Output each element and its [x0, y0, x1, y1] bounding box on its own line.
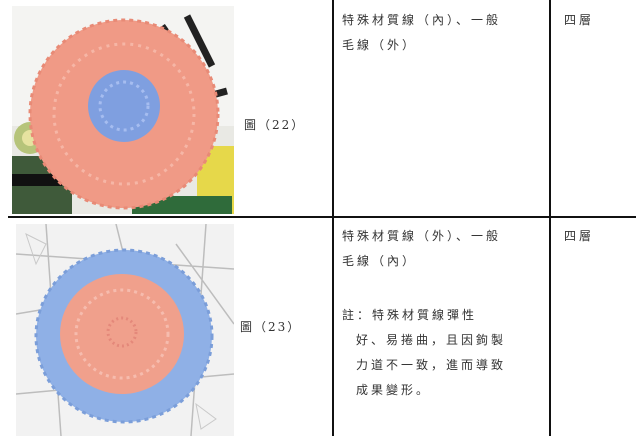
table-rule-col1 [332, 0, 334, 436]
note-line: 註：特殊材質線彈性 [342, 308, 478, 322]
note-line: 力道不一致，進而導致 [356, 358, 507, 372]
note-line: 好、易捲曲，且因鉤製 [356, 333, 507, 347]
document-table: 圖（22） 特殊材質線（內）、一般 毛線（外） 四層 圖（23） 特殊材質線（外… [8, 0, 636, 436]
note-23: 註：特殊材質線彈性 好、易捲曲，且因鉤製 力道不一致，進而導致 成果變形。 [342, 303, 547, 403]
yarn-description-22: 特殊材質線（內）、一般 毛線（外） [342, 8, 547, 58]
yarn-description-line: 特殊材質線（內）、一般 [342, 13, 502, 27]
note-line: 成果變形。 [356, 383, 432, 397]
crochet-coaster-illustration [16, 224, 234, 436]
layer-count-23: 四層 [564, 229, 595, 243]
yarn-description-line: 毛線（內） [342, 254, 418, 268]
crochet-photo-23 [16, 224, 234, 436]
table-rule-row-divider [8, 216, 636, 218]
crochet-ball-illustration [12, 6, 234, 214]
yarn-description-line: 毛線（外） [342, 38, 418, 52]
layer-count-22: 四層 [564, 13, 595, 27]
table-rule-col2 [549, 0, 551, 436]
yarn-description-23: 特殊材質線（外）、一般 毛線（內） [342, 224, 547, 274]
figure-label-22: 圖（22） [244, 118, 306, 132]
crochet-photo-22 [12, 6, 234, 214]
yarn-description-line: 特殊材質線（外）、一般 [342, 229, 502, 243]
figure-label-23: 圖（23） [240, 320, 302, 334]
